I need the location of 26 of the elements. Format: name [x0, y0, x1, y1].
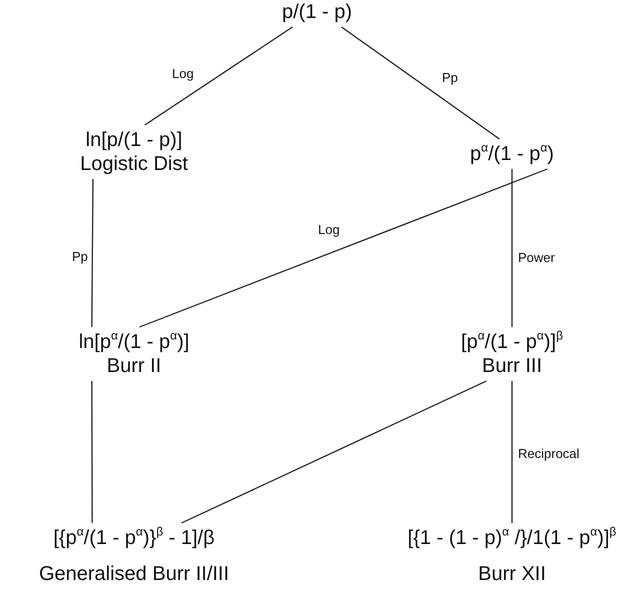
connector-line — [181, 380, 487, 524]
formula-text: [{p$^{α}$/(1 - p$^{α}$)}$^{β}$ - 1]/β — [53, 526, 215, 550]
edge-label: Power — [518, 250, 555, 265]
edge-label: Reciprocal — [518, 446, 580, 461]
connector-line — [91, 179, 94, 327]
formula-text: ln[p$^{α}$/(1 - p$^{α}$)] — [78, 330, 190, 354]
distribution-name: Generalised Burr II/III — [38, 562, 230, 586]
connector-line — [139, 168, 548, 328]
distribution-name: Burr XII — [478, 562, 546, 586]
formula-text: [{1 - (1 - p)$^{α}$ /}/1(1 - p$^{α}$)]$^{β}$ — [408, 526, 616, 550]
connector-line — [511, 381, 513, 523]
formula-text: [p$^{α}$/(1 - p$^{α}$)]$^{β}$ — [461, 330, 563, 354]
connector-line — [511, 169, 513, 327]
connector-line — [91, 381, 93, 523]
distribution-name: Burr III — [482, 354, 542, 378]
edge-label: Pp — [442, 70, 458, 85]
connector-line — [144, 26, 293, 126]
formula-text: p/(1 - p) — [282, 0, 352, 24]
edge-label: Log — [172, 66, 194, 81]
distribution-name: Logistic Dist — [80, 152, 188, 176]
formula-text: ln[p/(1 - p)] — [86, 128, 182, 152]
formula-text: p$^{α}$/(1 - p$^{α}$) — [470, 142, 554, 166]
distribution-name: Burr II — [106, 354, 162, 378]
edge-label: Log — [318, 222, 340, 237]
edge-label: Pp — [72, 249, 88, 264]
connector-line — [341, 26, 500, 140]
